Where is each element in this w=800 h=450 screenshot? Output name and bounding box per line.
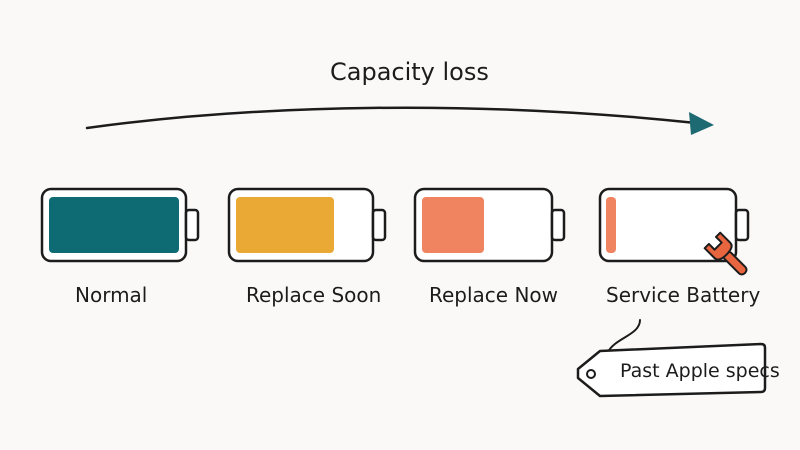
tag-icon [576, 342, 767, 398]
capacity-arrow-line [85, 106, 698, 130]
diagram-title: Capacity loss [330, 58, 489, 86]
battery-level-fill [236, 197, 334, 253]
capacity-arrow-head [689, 112, 714, 135]
tag-hole [586, 369, 596, 379]
battery-normal [40, 187, 200, 263]
battery-level-fill [49, 197, 179, 253]
battery-service [598, 187, 750, 263]
tag-string [607, 319, 641, 353]
tag-label: Past Apple specs [620, 360, 780, 382]
battery-level-fill [422, 197, 484, 253]
battery-replace-soon [227, 187, 387, 263]
battery-label-normal: Normal [75, 283, 148, 307]
battery-label-service: Service Battery [606, 283, 761, 307]
wrench-icon [703, 231, 748, 276]
battery-label-replace-soon: Replace Soon [246, 283, 382, 307]
battery-replace-now [413, 187, 566, 263]
battery-level-fill [606, 197, 616, 253]
battery-label-replace-now: Replace Now [429, 283, 559, 307]
